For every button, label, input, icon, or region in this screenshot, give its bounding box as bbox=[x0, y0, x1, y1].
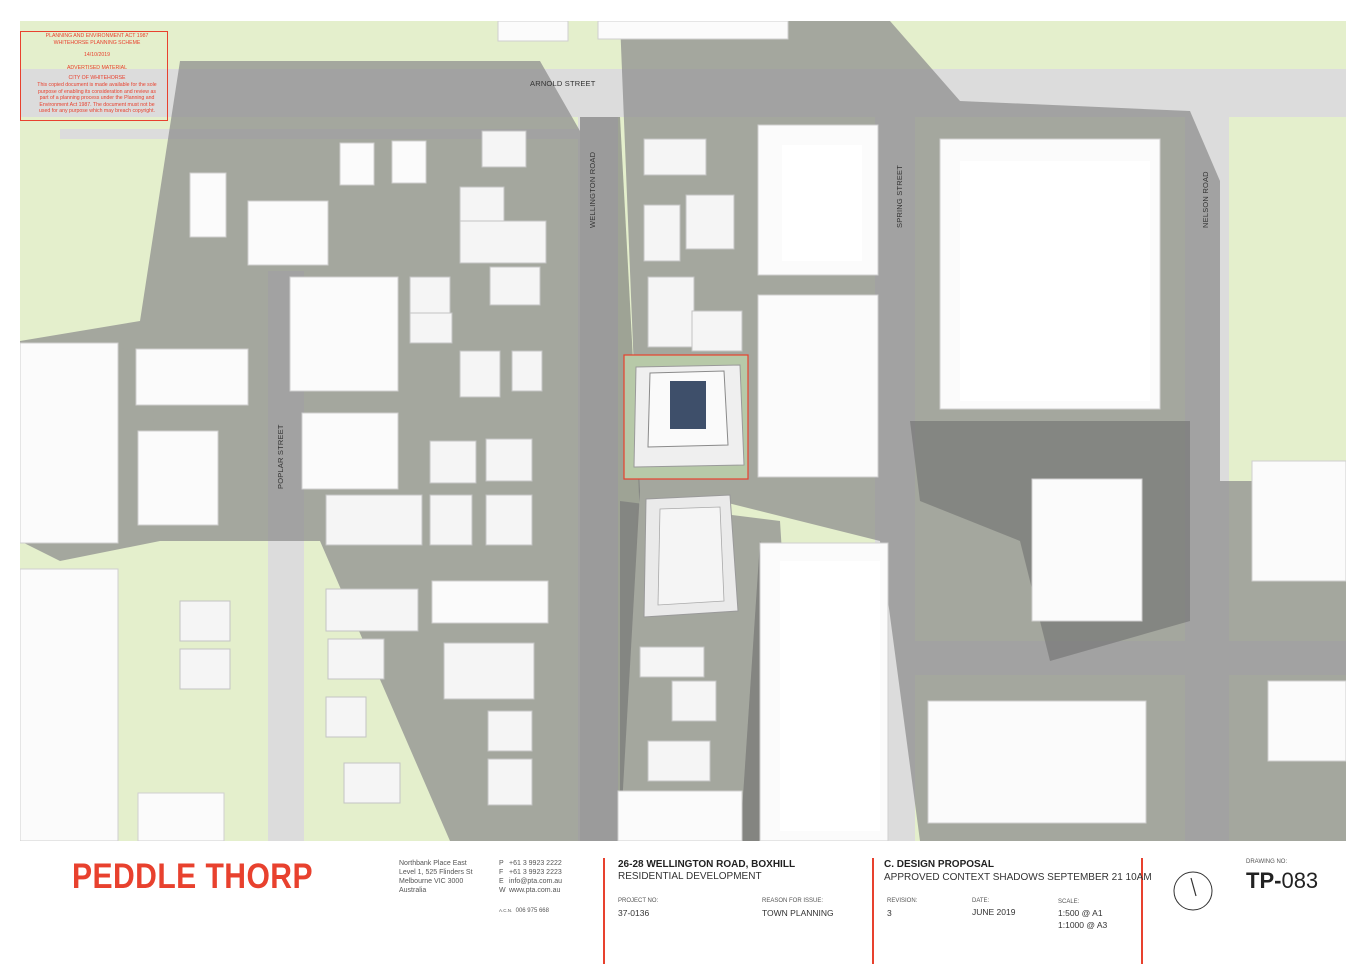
project-subtitle: RESIDENTIAL DEVELOPMENT bbox=[618, 871, 762, 882]
reason-label: REASON FOR ISSUE: bbox=[762, 898, 824, 904]
buildings-west bbox=[20, 140, 427, 841]
drawing-section: C. DESIGN PROPOSAL bbox=[884, 859, 995, 870]
advertised-material-stamp: PLANNING AND ENVIRONMENT ACT 1987 WHITEH… bbox=[20, 31, 170, 121]
stamp-notice-4: Environment Act 1987. The document must … bbox=[39, 101, 155, 108]
divider-1 bbox=[603, 858, 605, 964]
scale-a3: 1:1000 @ A3 bbox=[1058, 920, 1108, 930]
drawing-title: APPROVED CONTEXT SHADOWS SEPTEMBER 21 10… bbox=[884, 872, 1152, 883]
stamp-scheme: WHITEHORSE PLANNING SCHEME bbox=[53, 39, 141, 46]
scale-label: SCALE: bbox=[1058, 899, 1080, 905]
revision-label: REVISION: bbox=[887, 898, 918, 904]
revision-value: 3 bbox=[887, 908, 892, 918]
fax-label: F bbox=[499, 869, 504, 876]
drawing-number: TP-083 bbox=[1246, 868, 1318, 894]
drawing-no-label: DRAWING NO: bbox=[1246, 859, 1288, 865]
address-line-1: Northbank Place East bbox=[399, 860, 467, 867]
houses bbox=[179, 130, 743, 806]
context-shadow-site-plan bbox=[20, 21, 1346, 841]
divider-3 bbox=[1141, 858, 1143, 964]
web-label: W bbox=[499, 887, 506, 894]
acn-label: A.C.N. bbox=[499, 908, 513, 913]
office-address: Northbank Place East Level 1, 525 Flinde… bbox=[399, 859, 473, 895]
date-label: DATE: bbox=[972, 898, 990, 904]
stamp-notice-3: part of a planning process under the Pla… bbox=[39, 95, 155, 102]
project-title: 26-28 WELLINGTON ROAD, BOXHILL bbox=[618, 859, 796, 870]
proposed-development bbox=[623, 354, 749, 618]
project-no-label: PROJECT NO: bbox=[618, 898, 659, 904]
stamp-material: ADVERTISED MATERIAL bbox=[66, 64, 128, 71]
phone-label: P bbox=[499, 860, 504, 867]
stamp-date: 14/10/2019 bbox=[84, 52, 110, 59]
street-label-arnold: ARNOLD STREET bbox=[530, 79, 596, 88]
north-arrow-icon bbox=[1173, 871, 1213, 911]
drawing-no-prefix: TP- bbox=[1246, 868, 1282, 893]
web-value: www.pta.com.au bbox=[509, 887, 561, 894]
scale-a1: 1:500 @ A1 bbox=[1058, 908, 1103, 918]
street-label-wellington: WELLINGTON ROAD bbox=[588, 151, 597, 228]
tower-roof bbox=[670, 381, 706, 429]
stamp-notice-1: This copied document is made available f… bbox=[37, 81, 157, 88]
email-label: E bbox=[499, 878, 504, 885]
street-label-poplar: POPLAR STREET bbox=[276, 424, 285, 489]
address-line-4: Australia bbox=[399, 887, 427, 894]
stamp-act: PLANNING AND ENVIRONMENT ACT 1987 bbox=[45, 33, 149, 39]
phone-value: +61 3 9923 2222 bbox=[509, 860, 562, 867]
company-logo: PEDDLE THORP bbox=[72, 857, 313, 896]
project-no-value: 37-0136 bbox=[618, 908, 650, 918]
divider-2 bbox=[872, 858, 874, 964]
stamp-notice-2: purpose of enabling its consideration an… bbox=[38, 88, 156, 95]
stamp-notice-5: used for any purpose which may breach co… bbox=[39, 108, 155, 115]
address-line-2: Level 1, 525 Flinders St bbox=[399, 869, 473, 876]
lower-west-buildings bbox=[431, 580, 549, 624]
stamp-council: CITY OF WHITEHORSE bbox=[68, 75, 126, 82]
acn: A.C.N. 006 975 668 bbox=[499, 908, 549, 914]
address-line-3: Melbourne VIC 3000 bbox=[399, 878, 464, 885]
acn-value: 006 975 668 bbox=[515, 908, 549, 914]
email-value: info@pta.com.au bbox=[509, 878, 563, 885]
roof-highlights bbox=[780, 145, 1150, 831]
drawing-no-number: 083 bbox=[1281, 868, 1319, 893]
street-label-spring: SPRING STREET bbox=[895, 164, 904, 228]
date-value: JUNE 2019 bbox=[972, 907, 1016, 917]
fax-value: +61 3 9923 2223 bbox=[509, 869, 562, 876]
street-label-nelson: NELSON ROAD bbox=[1201, 171, 1210, 228]
reason-value: TOWN PLANNING bbox=[762, 908, 834, 918]
